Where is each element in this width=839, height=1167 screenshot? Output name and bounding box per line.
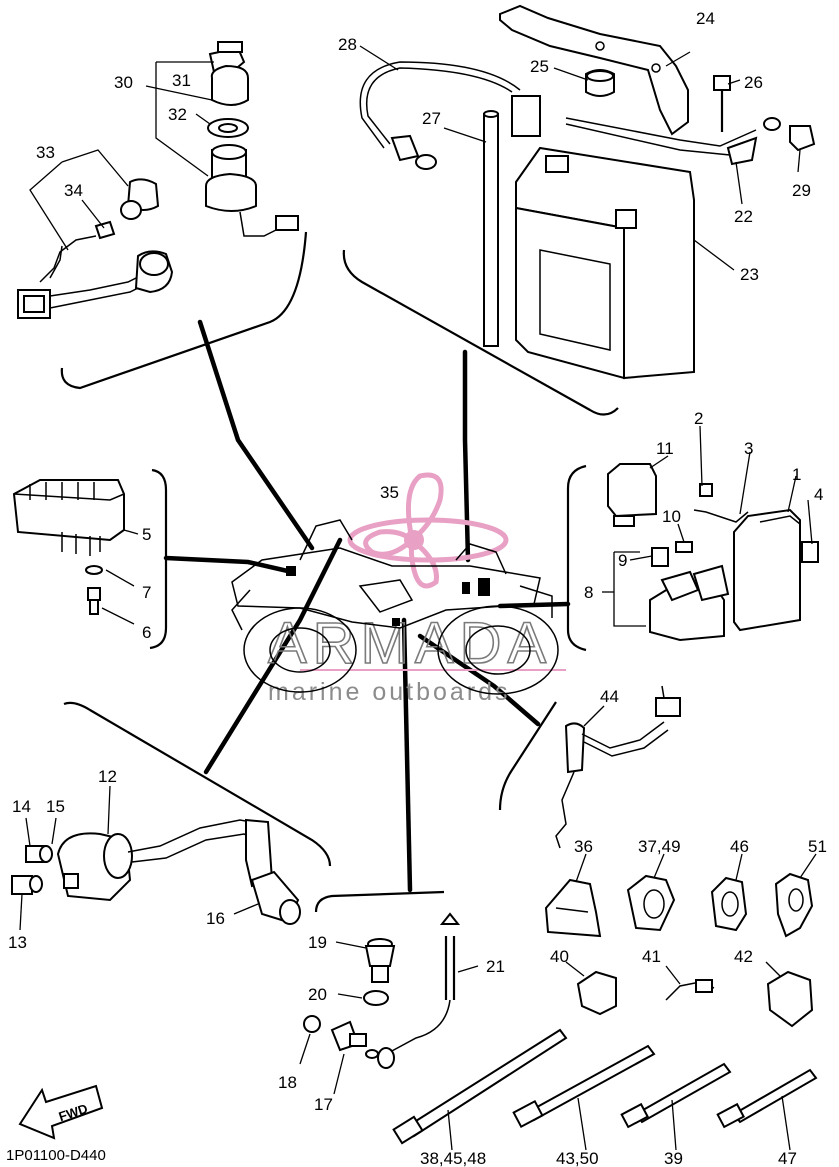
label-part-32: 32 bbox=[168, 105, 187, 124]
watermark-propeller-icon bbox=[347, 472, 509, 589]
label-part-6: 6 bbox=[142, 623, 151, 642]
label-part-31: 31 bbox=[172, 71, 191, 90]
part-labels: 1 2 3 4 5 6 7 8 9 10 11 12 13 14 15 16 1… bbox=[8, 9, 827, 1167]
label-part-4: 4 bbox=[814, 485, 823, 504]
label-part-16: 16 bbox=[206, 909, 225, 928]
cable-ties-group bbox=[392, 1028, 818, 1151]
label-part-34: 34 bbox=[64, 181, 83, 200]
battery-group bbox=[359, 4, 816, 380]
fwd-arrow-icon: FWD bbox=[18, 1084, 104, 1140]
watermark: ARMADA marine outboards bbox=[267, 472, 566, 706]
label-part-35: 35 bbox=[380, 483, 399, 502]
label-part-40: 40 bbox=[550, 947, 569, 966]
label-part-20: 20 bbox=[308, 985, 327, 1004]
main-switch-group bbox=[17, 41, 299, 319]
label-part-18: 18 bbox=[278, 1073, 297, 1092]
label-part-37-49: 37,49 bbox=[638, 837, 681, 856]
label-part-24: 24 bbox=[696, 9, 715, 28]
label-part-17: 17 bbox=[314, 1095, 333, 1114]
label-part-21: 21 bbox=[486, 957, 505, 976]
label-part-26: 26 bbox=[744, 73, 763, 92]
label-part-36: 36 bbox=[574, 837, 593, 856]
switch-44-group bbox=[555, 685, 681, 849]
clamps-group bbox=[544, 853, 817, 1028]
atv-vehicle-drawing bbox=[231, 519, 559, 695]
label-part-3: 3 bbox=[744, 439, 753, 458]
label-part-23: 23 bbox=[740, 265, 759, 284]
group-outlines bbox=[60, 231, 619, 913]
label-part-5: 5 bbox=[142, 525, 151, 544]
label-part-15: 15 bbox=[46, 797, 65, 816]
label-part-9: 9 bbox=[618, 551, 627, 570]
label-part-13: 13 bbox=[8, 933, 27, 952]
watermark-brand: ARMADA bbox=[268, 611, 552, 676]
label-part-47: 47 bbox=[778, 1149, 797, 1167]
label-part-38-45-48: 38,45,48 bbox=[420, 1149, 486, 1167]
label-part-44: 44 bbox=[600, 687, 619, 706]
label-part-25: 25 bbox=[530, 57, 549, 76]
label-part-22: 22 bbox=[734, 207, 753, 226]
label-part-46: 46 bbox=[730, 837, 749, 856]
label-part-19: 19 bbox=[308, 933, 327, 952]
label-part-10: 10 bbox=[662, 507, 681, 526]
label-part-2: 2 bbox=[694, 409, 703, 428]
label-part-27: 27 bbox=[422, 109, 441, 128]
label-part-28: 28 bbox=[338, 35, 357, 54]
label-part-42: 42 bbox=[734, 947, 753, 966]
diagram-code: 1P01100-D440 bbox=[6, 1147, 106, 1164]
label-part-43-50: 43,50 bbox=[556, 1149, 599, 1167]
sensor-group bbox=[299, 912, 479, 1095]
relay-group bbox=[602, 425, 819, 642]
label-part-14: 14 bbox=[12, 797, 31, 816]
label-part-7: 7 bbox=[142, 583, 151, 602]
label-part-39: 39 bbox=[664, 1149, 683, 1167]
label-part-41: 41 bbox=[642, 947, 661, 966]
label-part-1: 1 bbox=[792, 465, 801, 484]
connector-lines bbox=[163, 319, 571, 893]
label-part-8: 8 bbox=[584, 583, 593, 602]
watermark-hub-icon bbox=[404, 530, 424, 550]
label-part-30: 30 bbox=[114, 73, 133, 92]
label-part-12: 12 bbox=[98, 767, 117, 786]
label-part-11: 11 bbox=[656, 439, 674, 458]
rectifier-group bbox=[12, 479, 139, 625]
label-part-29: 29 bbox=[792, 181, 811, 200]
label-part-33: 33 bbox=[36, 143, 55, 162]
label-part-51: 51 bbox=[808, 837, 827, 856]
ignition-coil-group bbox=[11, 785, 301, 931]
